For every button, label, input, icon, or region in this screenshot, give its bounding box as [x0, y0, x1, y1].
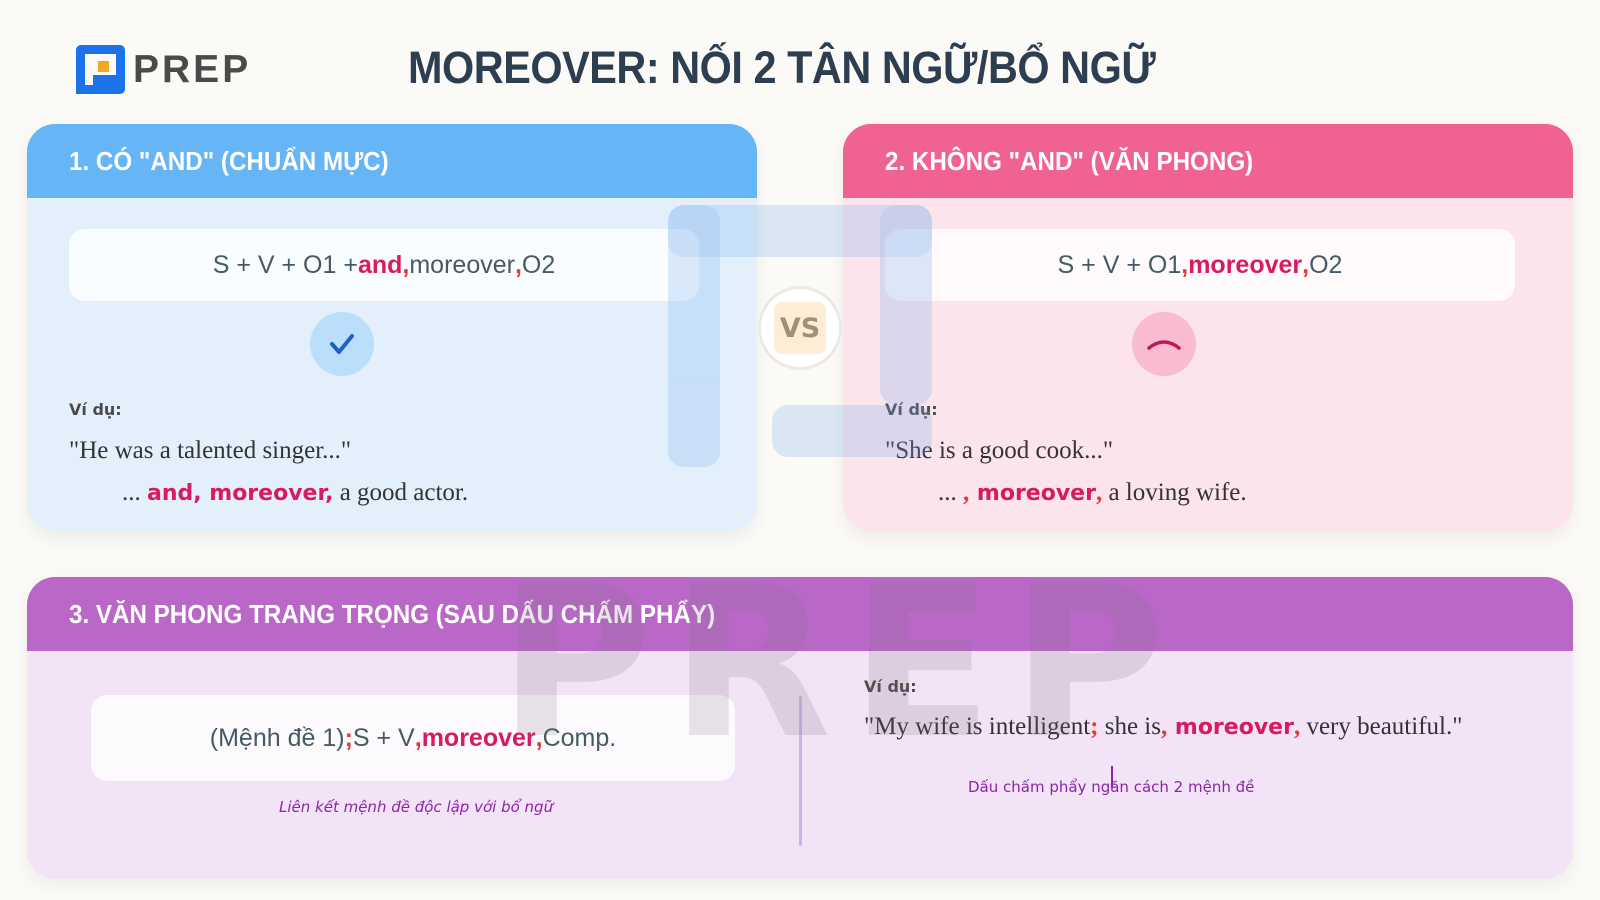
card3-example: "My wife is intelligent; she is, moreove… [864, 713, 1462, 741]
example-text: ... [122, 479, 147, 506]
example-text: she is [1098, 713, 1161, 740]
vs-label: VS [774, 302, 826, 354]
example-highlight: and, moreover, [147, 481, 334, 506]
semicolon-pointer-line [1111, 766, 1113, 788]
example-text: very beautiful." [1300, 713, 1463, 740]
formula-text: S + V [352, 723, 415, 752]
card1-example-quote: "He was a talented singer..." [69, 437, 352, 464]
example-text: "My wife is intelligent [864, 713, 1091, 740]
comma-highlight: , [1160, 713, 1168, 740]
comma-highlight: , [535, 723, 543, 752]
formula-text: O2 [1309, 250, 1343, 279]
example-text: ... [938, 479, 963, 506]
formula-text: O2 [521, 250, 556, 279]
comma-highlight: , [1181, 250, 1189, 279]
example-text: a loving wife. [1102, 479, 1247, 506]
page-title: MOREOVER: NỐI 2 TÂN NGỮ/BỔ NGỮ [408, 42, 1156, 93]
comma-highlight: , [1293, 713, 1301, 740]
vs-badge: VS [758, 286, 842, 370]
card3-example-label: Ví dụ: [864, 677, 917, 696]
card1-example-label: Ví dụ: [69, 400, 122, 419]
prep-logo-icon [76, 45, 125, 94]
card2-formula: S + V + O1, moreover, O2 [885, 229, 1515, 301]
card1-example-continuation: ... and, moreover, a good actor. [122, 479, 468, 507]
comma-highlight: , [514, 250, 522, 279]
card2-title: 2. KHÔNG "AND" (VĂN PHONG) [885, 145, 1254, 176]
card1-title: 1. CÓ "AND" (CHUẨN MỰC) [69, 145, 389, 176]
card-formal-style: 3. VĂN PHONG TRANG TRỌNG (SAU DẤU CHẤM P… [27, 577, 1573, 879]
semicolon-highlight: ; [1090, 713, 1099, 740]
card2-header: 2. KHÔNG "AND" (VĂN PHONG) [843, 124, 1573, 198]
card3-formula: (Mệnh đề 1); S + V, moreover, Comp. [91, 695, 735, 781]
example-highlight: moreover [1167, 715, 1294, 740]
formula-text: S + V + O1 [1057, 250, 1182, 279]
comma-highlight: , [402, 250, 410, 279]
card3-title: 3. VĂN PHONG TRANG TRỌNG (SAU DẤU CHẤM P… [69, 598, 716, 629]
comma-highlight: , [963, 479, 970, 506]
formula-text: Comp. [542, 723, 617, 752]
formula-caption: Liên kết mệnh đề độc lập với bổ ngữ [279, 798, 554, 816]
example-highlight: moreover [969, 481, 1096, 506]
formula-text: S + V + O1 + [212, 250, 358, 279]
card-with-and: 1. CÓ "AND" (CHUẨN MỰC) S + V + O1 + and… [27, 124, 757, 532]
example-text: a good actor. [333, 479, 469, 506]
semicolon-highlight: ; [344, 723, 353, 752]
frown-icon [1132, 312, 1196, 376]
card2-example-label: Ví dụ: [885, 400, 938, 419]
card3-header: 3. VĂN PHONG TRANG TRỌNG (SAU DẤU CHẤM P… [27, 577, 1573, 651]
comma-highlight: , [1302, 250, 1310, 279]
card1-header: 1. CÓ "AND" (CHUẨN MỰC) [27, 124, 757, 198]
card2-example-quote: "She is a good cook..." [885, 437, 1114, 464]
card-without-and: 2. KHÔNG "AND" (VĂN PHONG) S + V + O1, m… [843, 124, 1573, 532]
card1-formula: S + V + O1 + and, moreover, O2 [69, 229, 699, 301]
comma-highlight: , [414, 723, 422, 752]
formula-highlight: moreover [421, 723, 536, 752]
formula-text: (Mệnh đề 1) [209, 723, 345, 752]
column-divider [799, 696, 802, 846]
card2-example-continuation: ... , moreover, a loving wife. [938, 479, 1247, 507]
formula-highlight: moreover [1188, 250, 1303, 279]
prep-logo: PREP [76, 45, 251, 94]
comma-highlight: , [1095, 479, 1103, 506]
formula-text: moreover [409, 250, 515, 279]
logo-text: PREP [133, 47, 252, 91]
formula-highlight: and [357, 250, 403, 279]
check-icon [310, 312, 374, 376]
